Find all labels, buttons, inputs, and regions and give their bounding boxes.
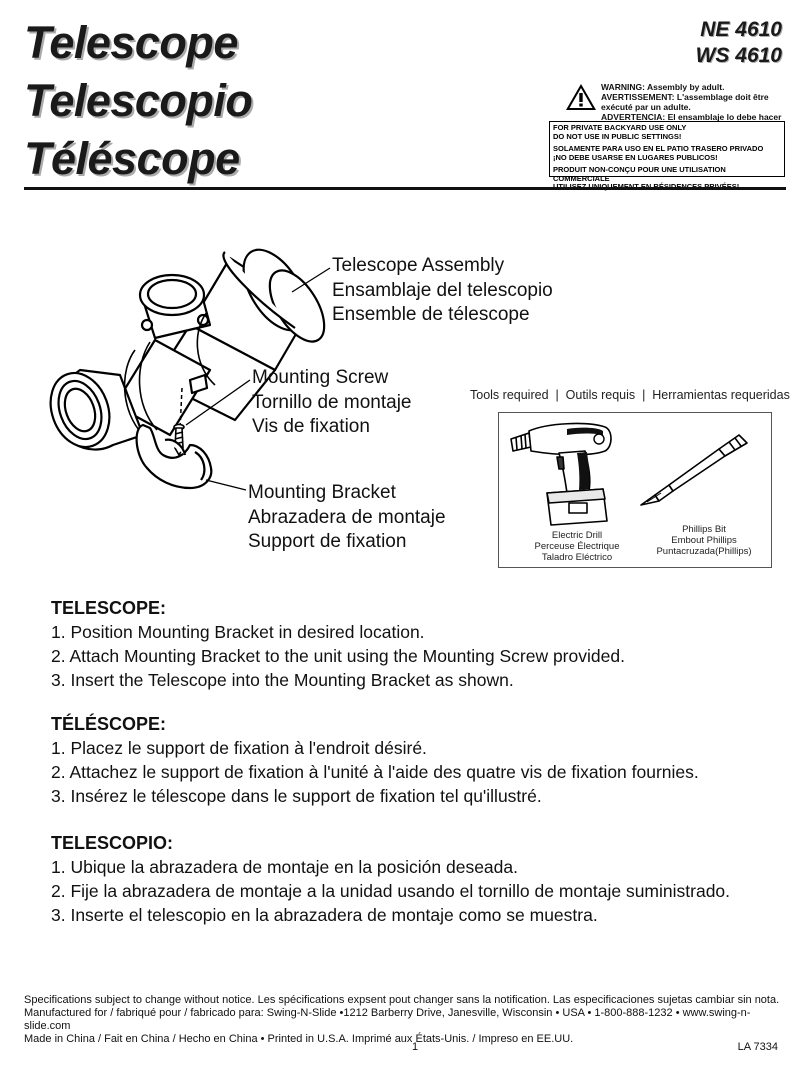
step-es-3: 3. Inserte el telescopio en la abrazader… xyxy=(51,905,598,925)
tool-drill-es: Taladro Eléctrico xyxy=(541,552,613,563)
step-fr-2: 2. Attachez le support de fixation à l'u… xyxy=(51,762,699,782)
notice-en-1: FOR PRIVATE BACKYARD USE ONLY xyxy=(553,123,687,132)
label-mounting-bracket-en: Mounting Bracket xyxy=(248,482,396,503)
footer-manufacturer: Manufactured for / fabriqué pour / fabri… xyxy=(24,1007,751,1032)
label-telescope-assembly: Telescope Assembly Ensamblaje del telesc… xyxy=(332,254,553,328)
tool-drill-en: Electric Drill xyxy=(551,530,603,541)
title-french: Téléscope xyxy=(24,133,240,184)
label-mounting-screw-es: Tornillo de montaje xyxy=(252,391,412,413)
section-title-french: TÉLÉSCOPE: xyxy=(51,714,167,734)
tools-required-caption: Tools required | Outils requis | Herrami… xyxy=(470,388,790,402)
model-ne: NE 4610 xyxy=(700,18,782,41)
warning-icon xyxy=(566,84,596,110)
electric-drill-icon xyxy=(510,422,612,526)
header-divider xyxy=(24,187,786,190)
tool-bit-es: Puntacruzada(Phillips) xyxy=(656,546,752,557)
footer: Specifications subject to change without… xyxy=(24,994,794,1046)
label-mounting-bracket-fr: Support de fixation xyxy=(248,531,407,552)
notice-es-1: SOLAMENTE PARA USO EN EL PATIO TRASERO P… xyxy=(553,144,764,153)
notice-fr-1: PRODUIT NON-CONÇU POUR UNE UTILISATION C… xyxy=(553,165,726,183)
step-en-1: 1. Position Mounting Bracket in desired … xyxy=(51,622,425,642)
page-number: 1 xyxy=(412,1041,419,1053)
tools-box: Electric Drill Perceuse Électrique Talad… xyxy=(498,412,772,568)
step-en-3: 3. Insert the Telescope into the Mountin… xyxy=(51,670,514,690)
notice-en-2: DO NOT USE IN PUBLIC SETTINGS! xyxy=(553,131,682,141)
label-telescope-assembly-fr: Ensemble de télescope xyxy=(332,304,530,325)
tool-bit-fr: Embout Phillips xyxy=(671,535,737,546)
model-ws: WS 4610 xyxy=(695,44,782,67)
footer-origin: Made in China / Fait en China / Hecho en… xyxy=(24,1033,574,1045)
notice-es-2: ¡NO DEBE USARSE EN LUGARES PUBLICOS! xyxy=(553,152,718,162)
instructions-spanish: TELESCOPIO: 1. Ubique la abrazadera de m… xyxy=(51,831,791,927)
label-telescope-assembly-en: Telescope Assembly xyxy=(332,255,505,276)
instructions-english: TELESCOPE: 1. Position Mounting Bracket … xyxy=(51,596,791,692)
warning-line-en: WARNING: Assembly by adult. xyxy=(601,82,725,92)
step-es-1: 1. Ubique la abrazadera de montaje en la… xyxy=(51,857,518,877)
tool-drill-fr: Perceuse Électrique xyxy=(534,541,620,552)
title-english: Telescope xyxy=(24,17,238,68)
instructions-french: TÉLÉSCOPE: 1. Placez le support de fixat… xyxy=(51,712,791,808)
tool-bit-en: Phillips Bit xyxy=(682,524,726,535)
label-mounting-bracket: Mounting Bracket Abrazadera de montaje S… xyxy=(248,481,446,555)
step-en-2: 2. Attach Mounting Bracket to the unit u… xyxy=(51,646,625,666)
label-mounting-screw-en: Mounting Screw xyxy=(252,367,389,388)
label-mounting-screw-fr: Vis de fixation xyxy=(252,416,370,437)
warning-line-fr: AVERTISSEMENT: L'assemblage doit être ex… xyxy=(601,92,769,112)
title-spanish: Telescopio xyxy=(24,75,253,126)
warning-block: WARNING: Assembly by adult. AVERTISSEMEN… xyxy=(565,82,790,132)
label-mounting-screw: Mounting Screw Tornillo de montaje Vis d… xyxy=(252,366,411,440)
label-mounting-bracket-es: Abrazadera de montaje xyxy=(248,506,446,528)
label-telescope-assembly-es: Ensamblaje del telescopio xyxy=(332,279,553,301)
section-title-english: TELESCOPE: xyxy=(51,598,167,618)
footer-disclaimer: Specifications subject to change without… xyxy=(24,994,780,1006)
private-use-notice: FOR PRIVATE BACKYARD USE ONLY DO NOT USE… xyxy=(549,121,785,191)
step-es-2: 2. Fije la abrazadera de montaje a la un… xyxy=(51,881,731,901)
document-code: LA 7334 xyxy=(737,1041,778,1053)
notice-fr-2: UTILISEZ UNIQUEMENT EN RÉSIDENCES PRIVÉE… xyxy=(553,182,784,192)
phillips-bit-icon xyxy=(640,434,748,506)
step-fr-1: 1. Placez le support de fixation à l'end… xyxy=(51,738,427,758)
section-title-spanish: TELESCOPIO: xyxy=(51,833,174,853)
step-fr-3: 3. Insérez le télescope dans le support … xyxy=(51,786,542,806)
telescope-assembly-illustration xyxy=(49,248,326,490)
